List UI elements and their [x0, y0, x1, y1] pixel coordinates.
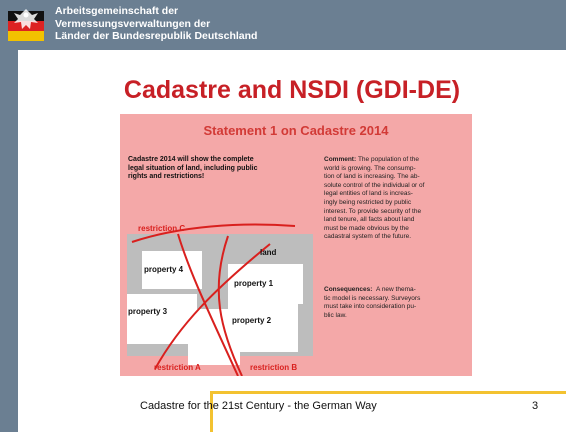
- consequences-line-3: blic law.: [324, 311, 347, 319]
- comment-line-0: The population of the: [357, 156, 420, 163]
- property-3-parcel: [127, 294, 197, 344]
- cadastre-diagram: [127, 223, 313, 376]
- restriction-cross-line: [154, 243, 271, 370]
- org-line-1: Arbeitsgemeinschaft der: [55, 5, 179, 17]
- restriction-a-line: [177, 233, 239, 376]
- statement-line-2: legal situation of land, including publi…: [128, 164, 258, 172]
- page-number: 3: [532, 400, 539, 412]
- comment-line-7: land tenure, all facts about land: [324, 216, 415, 224]
- restriction-b-line: [217, 235, 243, 376]
- comment-line-1: world is growing. The consump-: [324, 164, 416, 172]
- restriction-a-label: restriction A: [154, 363, 201, 372]
- statement-line-1: Cadastre 2014 will show the complete: [128, 156, 254, 163]
- comment-label: Comment:: [324, 156, 357, 163]
- comment-line-3: solute control of the individual or of: [324, 181, 425, 189]
- left-sidebar-bar: [0, 50, 18, 432]
- consequences-block: Consequences: A new thema- tic model is …: [324, 286, 464, 320]
- property-center-parcel: [188, 309, 240, 365]
- comment-block: Comment: The population of the world is …: [324, 156, 464, 242]
- statement-text: Cadastre 2014 will show the complete leg…: [128, 156, 308, 182]
- header-band: [0, 0, 566, 50]
- property-4-parcel: [142, 251, 202, 289]
- comment-line-2: tion of land is increasing. The ab-: [324, 173, 420, 181]
- property-4-label: property 4: [144, 265, 184, 274]
- consequences-line-0: A new thema-: [376, 286, 416, 293]
- german-eagle-flag-logo-icon: [8, 9, 44, 41]
- organization-name: Arbeitsgemeinschaft der Vermessungsverwa…: [55, 5, 257, 43]
- restriction-b-label: restriction B: [250, 363, 298, 372]
- statement-line-3: rights and restrictions!: [128, 173, 205, 181]
- restriction-c-label: restriction C: [138, 224, 186, 233]
- consequences-label: Consequences:: [324, 286, 373, 293]
- footer-divider-tick: [210, 391, 213, 432]
- comment-line-4: legal entities of land is increas-: [324, 190, 413, 198]
- org-line-3: Länder der Bundesrepublik Deutschland: [55, 30, 258, 42]
- land-label: land: [260, 248, 277, 257]
- restriction-c-line: [131, 223, 296, 243]
- consequences-line-1: tic model is necessary. Surveyors: [324, 294, 421, 302]
- org-line-2: Vermessungsverwaltungen der: [55, 17, 211, 30]
- property-3-label: property 3: [128, 307, 168, 316]
- slide-title: Cadastre and NSDI (GDI-DE): [123, 76, 461, 104]
- comment-line-9: cadastral system of the future.: [324, 233, 412, 241]
- comment-line-5: ingly being restricted by public: [324, 198, 412, 206]
- property-2-label: property 2: [232, 316, 272, 325]
- comment-line-6: interest. To provide security of the: [324, 207, 422, 215]
- footer-text: Cadastre for the 21st Century - the Germ…: [140, 400, 377, 412]
- property-1-label: property 1: [234, 279, 274, 288]
- statement-panel: Statement 1 on Cadastre 2014 Cadastre 20…: [120, 114, 472, 376]
- consequences-line-2: must take into consideration pu-: [324, 303, 417, 311]
- panel-title: Statement 1 on Cadastre 2014: [203, 123, 389, 138]
- property-1-parcel: [228, 264, 303, 304]
- comment-line-8: must be made obvious by the: [324, 224, 409, 232]
- footer-divider: [210, 391, 566, 394]
